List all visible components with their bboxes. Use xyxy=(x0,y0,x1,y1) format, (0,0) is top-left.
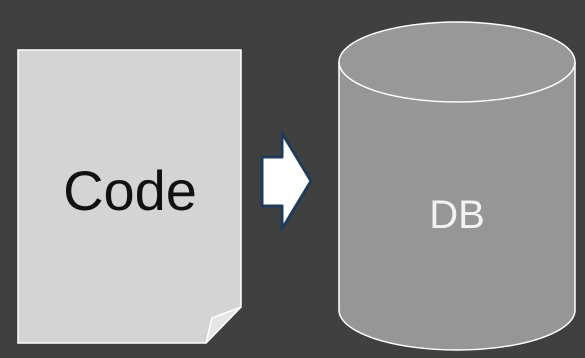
folded-corner-icon xyxy=(205,306,242,344)
code-document: Code xyxy=(17,49,242,344)
db-label: DB xyxy=(429,193,485,237)
code-label: Code xyxy=(63,159,197,222)
arrow-right-icon xyxy=(260,131,313,231)
database-cylinder: DB xyxy=(338,21,576,351)
database-top-icon xyxy=(338,21,576,103)
flow-arrow xyxy=(260,131,313,231)
database-body-icon xyxy=(338,62,576,351)
